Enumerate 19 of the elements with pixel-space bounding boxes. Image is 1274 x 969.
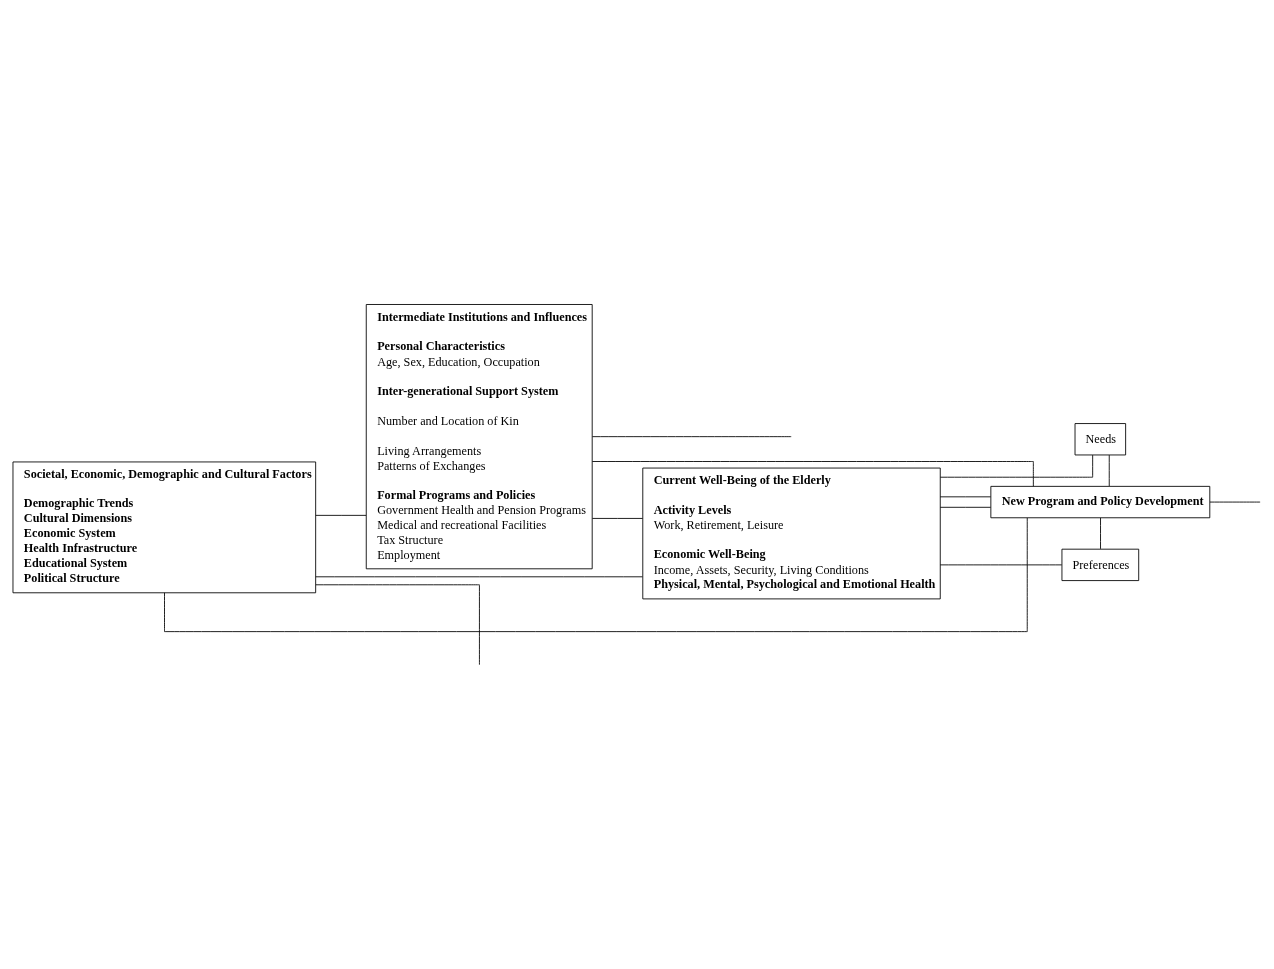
- connector: [315, 575, 643, 577]
- node-box: New Program and Policy Development: [990, 485, 1211, 518]
- node-box: Current Well-Being of the Elderly Activity Levels Work, Retirement, Leisure Economic Well-Being Income, Assets, Security, Living Conditions Physical, Mental, Psychological and Emotional Health: [642, 467, 941, 599]
- connector: [591, 460, 1034, 487]
- node-box: Societal, Economic, Demographic and Cultural Factors Demographic Trends Cultural Dimensions Economic System Health Infrastructure Educational System Political Structure: [12, 461, 317, 593]
- connector: [1108, 454, 1110, 486]
- connector: [315, 583, 480, 665]
- node-box: Intermediate Institutions and Influences Personal Characteristics Age, Sex, Education, Occupation Inter-generational Support System Number and Location of Kin Living Arrangements Patterns of Exchanges Formal Programs and Policies Government Health and Pension Programs Medical and recreational Facilities Tax Structure Employment: [365, 303, 593, 569]
- connector: [939, 495, 992, 497]
- connector: [939, 454, 1094, 478]
- node-box: Preferences: [1061, 548, 1140, 581]
- connector: [592, 517, 644, 519]
- connector: [164, 517, 1028, 632]
- connector: [939, 506, 992, 508]
- connector: [1100, 517, 1101, 549]
- node-box: Needs: [1074, 422, 1127, 455]
- connector: [315, 514, 367, 516]
- connector: [939, 563, 1063, 565]
- connector: [592, 435, 792, 437]
